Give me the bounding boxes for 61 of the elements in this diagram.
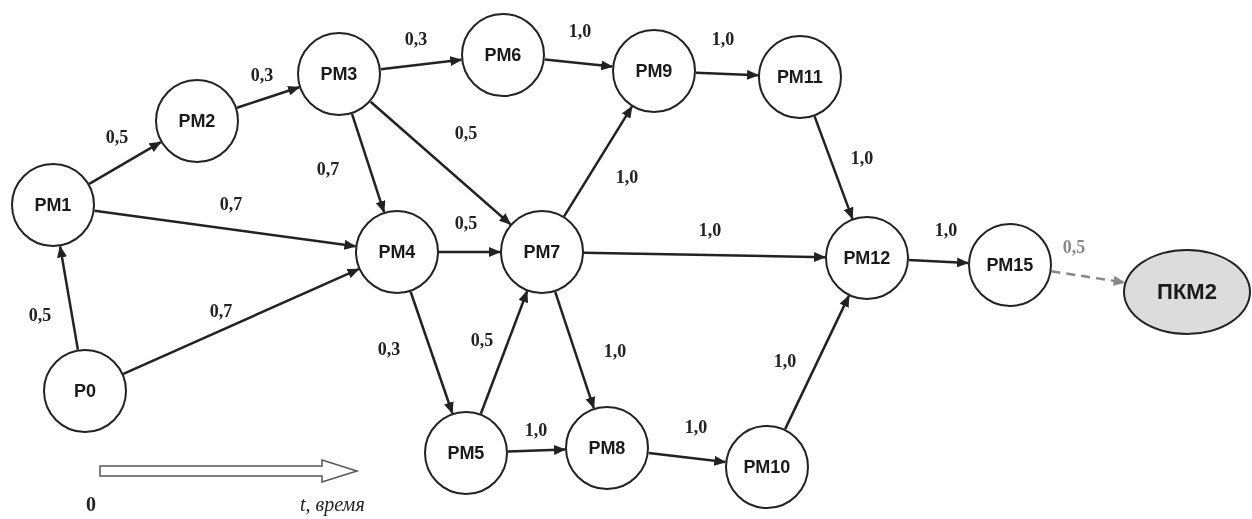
- edge-label: 1,0: [602, 342, 628, 362]
- circle-node: РМ4: [355, 210, 439, 294]
- ellipse-node: ПКМ2: [1123, 249, 1251, 335]
- circle-node: РМ11: [758, 35, 842, 119]
- arrow: [544, 58, 614, 71]
- arrow: [94, 209, 357, 250]
- arrow: [409, 291, 454, 415]
- edge-label: 0,3: [376, 340, 402, 360]
- arrow: [908, 257, 970, 268]
- edge-label: 0,5: [104, 128, 130, 148]
- circle-node: РМ8: [565, 406, 649, 490]
- arrow: [122, 267, 360, 376]
- edge-label: 0,5: [469, 331, 495, 351]
- edge-label: 0,5: [453, 124, 479, 144]
- arrow: [380, 56, 463, 71]
- edge-label: 1,0: [523, 421, 549, 441]
- edge-label: 1,0: [567, 22, 593, 42]
- circle-node: РМ3: [297, 32, 381, 116]
- arrow: [583, 251, 826, 262]
- circle-node: РМ5: [424, 411, 508, 495]
- circle-node: РМ2: [155, 79, 239, 163]
- edge-label: 0,3: [403, 30, 429, 50]
- circle-node: Р0: [43, 349, 127, 433]
- edge-label: 0,7: [315, 160, 341, 180]
- arrow: [57, 245, 80, 350]
- circle-node: РМ6: [461, 13, 545, 97]
- arrow: [1051, 270, 1126, 286]
- arrow: [350, 113, 386, 213]
- axis-origin: 0: [86, 493, 96, 516]
- circle-node: РМ9: [612, 29, 696, 113]
- arrow: [507, 444, 567, 455]
- edge-label: 0,5: [27, 306, 53, 326]
- arrow: [695, 69, 760, 80]
- edge-label: 1,0: [710, 30, 736, 50]
- arrow: [784, 295, 850, 430]
- edge-label: 0,3: [249, 66, 275, 86]
- edge-label: 1,0: [614, 168, 640, 188]
- arrow: [648, 451, 727, 466]
- arrow: [554, 291, 596, 410]
- edge-label: 1,0: [849, 149, 875, 169]
- edge-label: 0,7: [208, 302, 234, 322]
- circle-node: РМ15: [968, 223, 1052, 307]
- arrow: [369, 100, 512, 226]
- circle-node: РМ7: [500, 210, 584, 294]
- edge-label: 0,5: [1061, 238, 1087, 258]
- edge-label: 1,0: [933, 221, 959, 241]
- circle-node: РМ10: [725, 425, 809, 509]
- arrow: [236, 85, 301, 109]
- edge-label: 1,0: [697, 221, 723, 241]
- arrow: [88, 141, 162, 185]
- arrow: [563, 105, 633, 217]
- edge-label: 0,5: [453, 214, 479, 234]
- axis-label: t, время: [300, 493, 365, 516]
- circle-node: РМ12: [825, 216, 909, 300]
- edge-label: 1,0: [683, 418, 709, 438]
- arrow: [439, 247, 501, 257]
- edge-label: 0,7: [218, 195, 244, 215]
- edge-label: 1,0: [772, 352, 798, 372]
- arrow: [813, 115, 854, 220]
- circle-node: РМ1: [11, 163, 95, 247]
- arrow: [479, 290, 529, 415]
